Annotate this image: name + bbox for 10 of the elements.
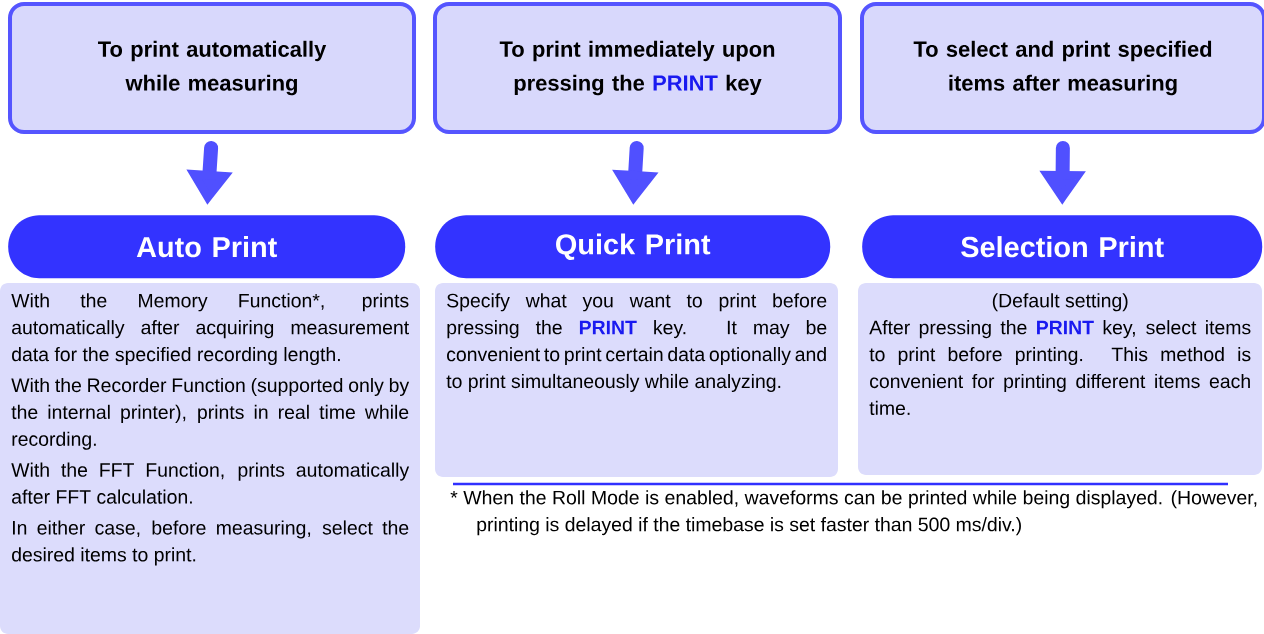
- description-panel: (Default setting) After pressing the PRINT key, select items to print before printing. This method is convenient for printing different items each time.: [858, 283, 1262, 475]
- title-pill: Quick Print: [435, 215, 831, 279]
- question-box: To select and print specified items after measuring: [860, 2, 1264, 134]
- title-pill: Selection Print: [862, 215, 1263, 279]
- title-pill: Auto Print: [8, 215, 406, 279]
- description-panel: Specify what you want to print before pressing the PRINT key. It may be convenient to print certain data optionally and to print simultaneously while analyzing.: [435, 283, 838, 477]
- question-box: To print immediately upon pressing the PRINT key: [433, 2, 842, 134]
- description-panel: With the Memory Function*, prints automatically after acquiring measurement data for the specified recording length. With the Recorder Function (supported only by the internal printer), prints in real time while recording. With the FFT Function, prints automatically after FFT calculation. In either case, before measuring, select the desired items to print.: [0, 283, 420, 634]
- question-box: To print automatically while measuring: [8, 2, 416, 134]
- footnote: * When the Roll Mode is enabled, waveforms can be printed while being displayed. (However, printing is delayed if the timebase is set faster than 500 ms/div.): [450, 490, 1257, 536]
